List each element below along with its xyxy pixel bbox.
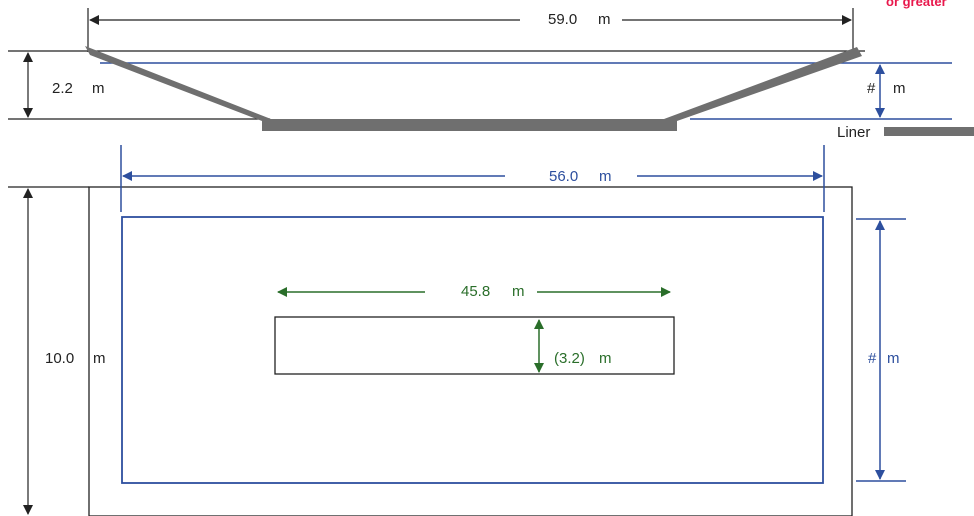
outer-pond-outline: [88, 186, 853, 516]
or-greater-note: or greater: [886, 0, 947, 9]
top-width-value-label: 59.0: [548, 11, 578, 28]
inner-height-unit-label: m: [887, 350, 900, 367]
outer-height-value-label: 10.0: [45, 350, 75, 367]
depth-value-label: 2.2: [52, 80, 73, 97]
liner-legend-swatch: [884, 127, 974, 136]
bottom-width-value-label: (3.2): [554, 350, 585, 367]
inner-height-value-label: #: [868, 350, 877, 367]
outer-height-unit-label: m: [93, 350, 106, 367]
pond-bottom-outline: [274, 316, 675, 375]
liner-label: Liner: [837, 124, 871, 141]
water-surface-outline: [121, 216, 824, 484]
water-depth-unit-label: m: [893, 80, 906, 97]
section-view: [8, 8, 974, 136]
bottom-width-unit-label: m: [599, 350, 612, 367]
inner-width-unit-label: m: [599, 168, 612, 185]
water-depth-value-label: #: [867, 80, 876, 97]
bottom-length-unit-label: m: [512, 283, 525, 300]
bottom-length-value-label: 45.8: [461, 283, 491, 300]
inner-width-value-label: 56.0: [549, 168, 579, 185]
plan-view: [8, 145, 906, 516]
depth-unit-label: m: [92, 80, 105, 97]
top-width-unit-label: m: [598, 11, 611, 28]
